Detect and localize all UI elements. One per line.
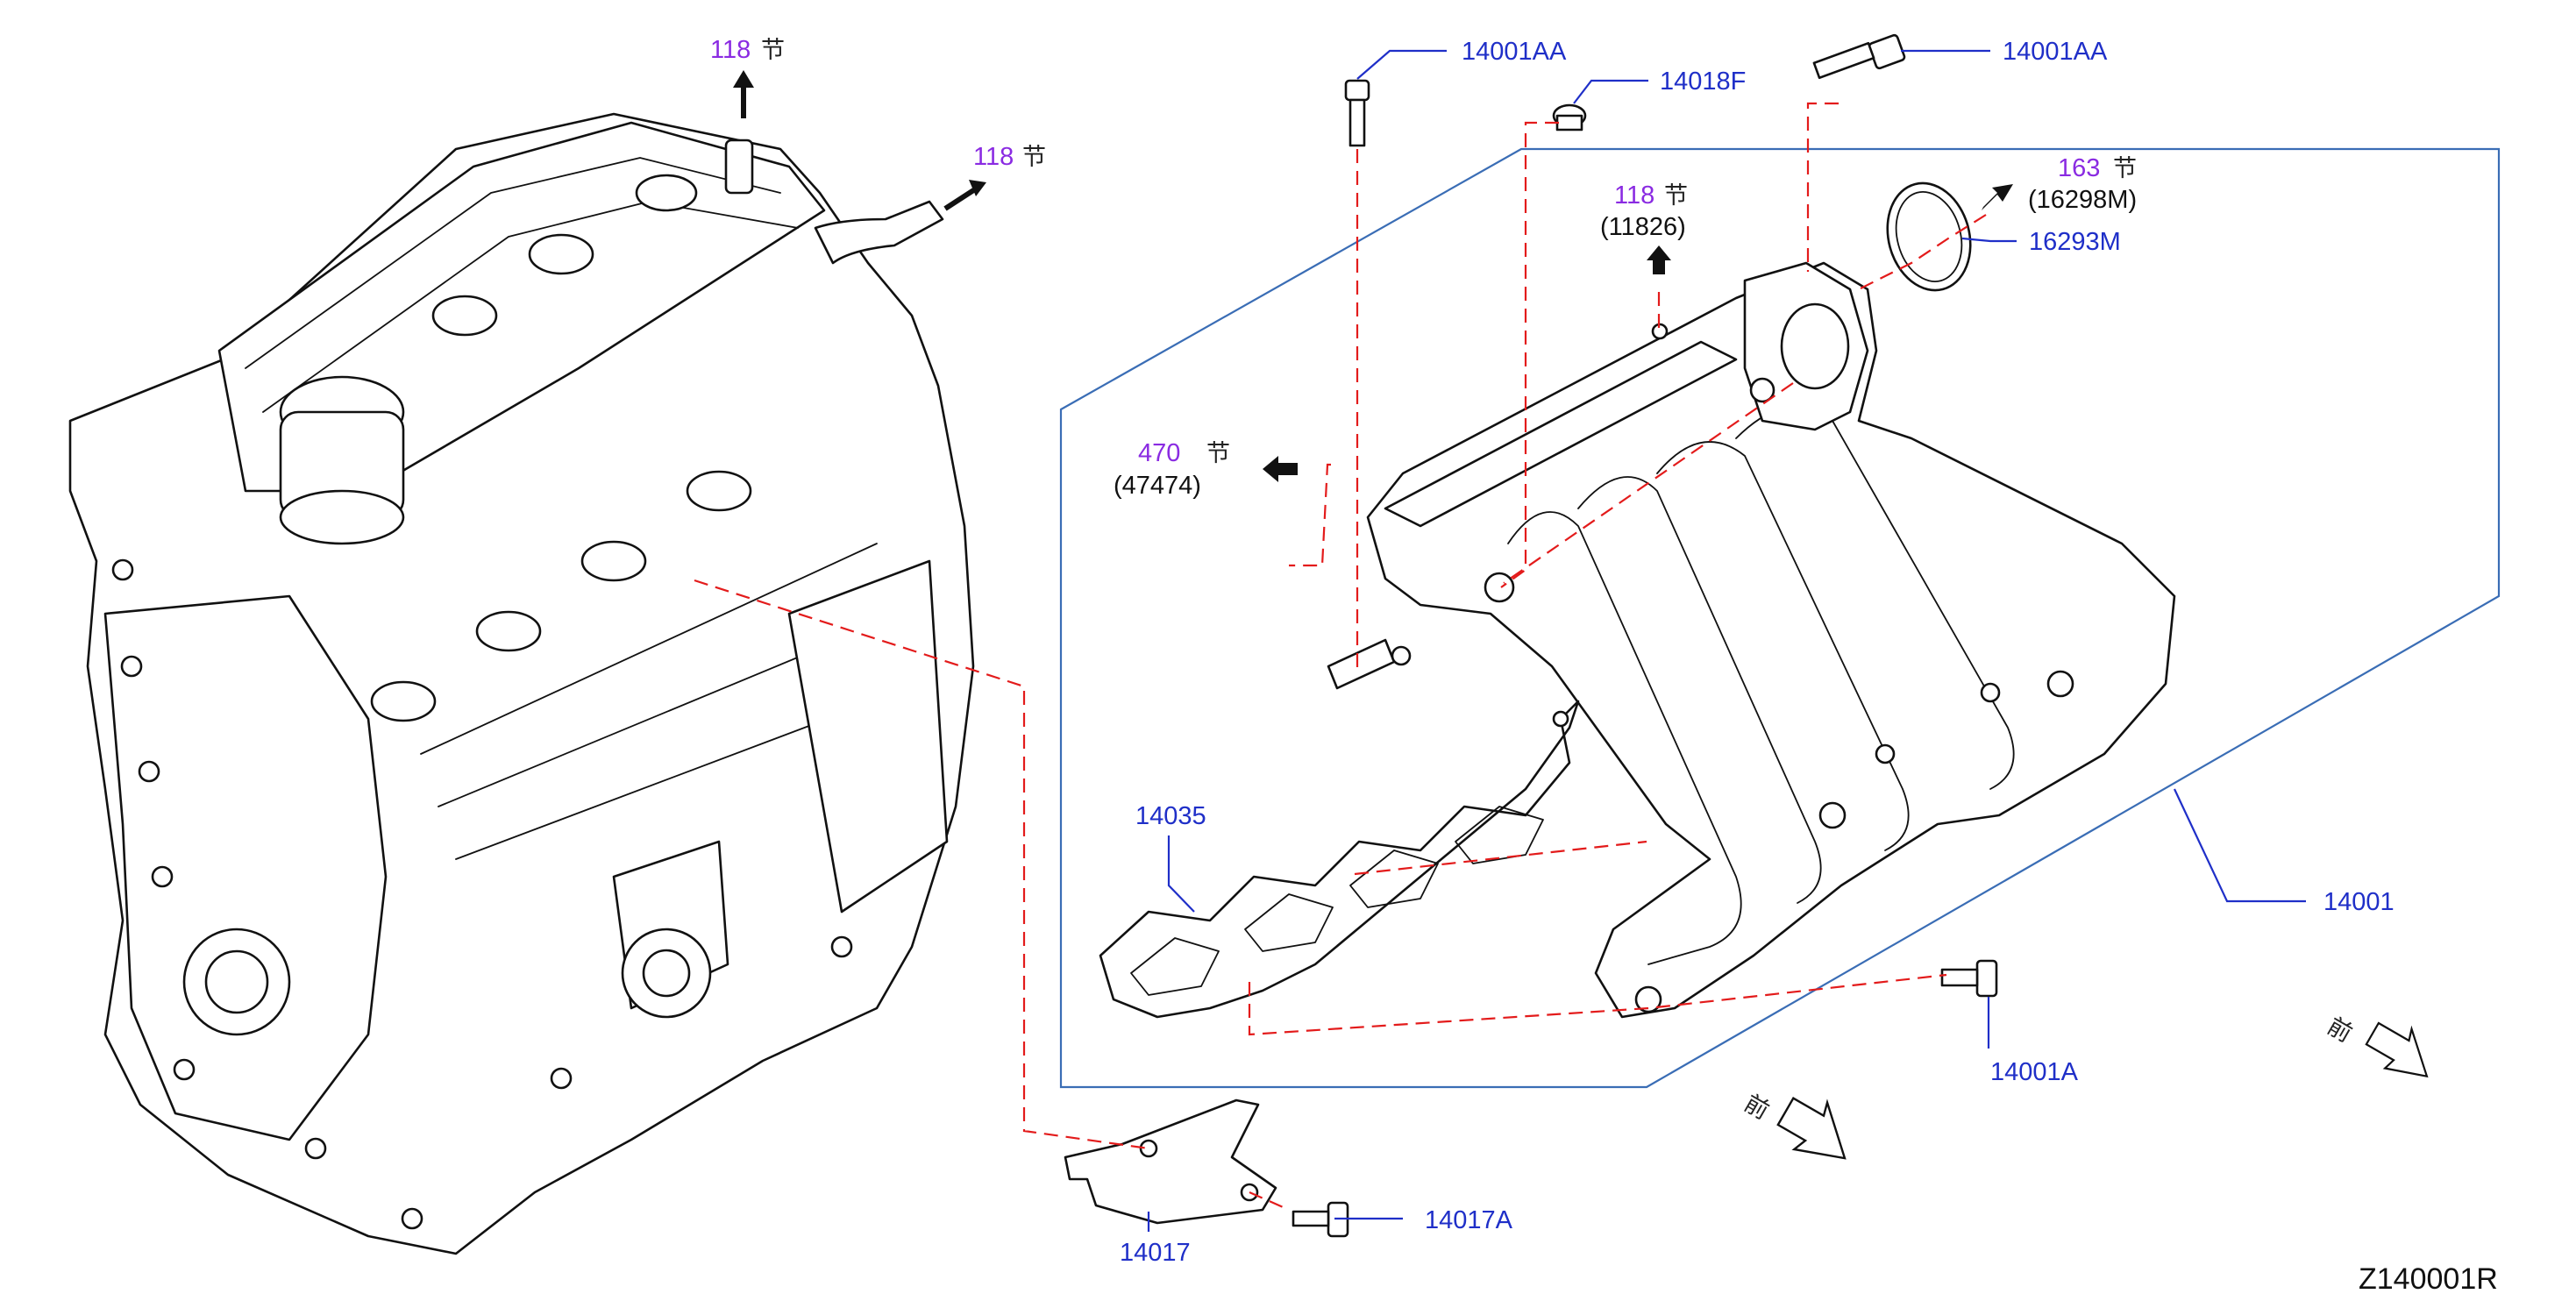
intake-manifold-drawing <box>1327 261 2176 1019</box>
part-label-14001AA-left[interactable]: 14001AA <box>1462 38 1567 66</box>
front-char: 前 <box>1740 1090 1774 1125</box>
arrow-left-icon <box>1263 456 1298 482</box>
plug-14018F <box>1552 103 1587 132</box>
label-leaders <box>1147 49 2306 1232</box>
part-label-14018F[interactable]: 14018F <box>1660 68 1746 96</box>
dashed-leaders <box>694 102 1987 1212</box>
manifold-group-frame <box>1059 147 2501 1089</box>
ref-470-sub: (47474) <box>1114 472 1201 500</box>
arrow-diag-icon <box>1982 184 2013 210</box>
ref-470[interactable]: 470 <box>1138 439 1180 467</box>
diagram-id: Z140001R <box>2359 1262 2498 1296</box>
bolt-14001AA-right <box>1812 33 1906 80</box>
bracket-hole <box>1139 1139 1158 1158</box>
manifold-gasket-drawing <box>1099 700 1580 1019</box>
o-ring-drawing <box>1886 181 1972 292</box>
arrow-diag-icon <box>943 180 986 211</box>
engine-assembly-drawing <box>68 112 975 1255</box>
part-label-14001AA-right[interactable]: 14001AA <box>2003 38 2108 66</box>
ref-118-top[interactable]: 118 <box>710 36 751 64</box>
ref-118-right[interactable]: 118 <box>973 143 1014 171</box>
part-label-14001A[interactable]: 14001A <box>1990 1058 2079 1086</box>
front-direction-arrow <box>2365 1021 2429 1078</box>
part-label-14017[interactable]: 14017 <box>1120 1239 1191 1267</box>
front-direction-arrow <box>1776 1097 1847 1160</box>
ref-118-mid[interactable]: 118 <box>1614 181 1654 210</box>
ref-118-mid-sub: (11826) <box>1600 213 1686 241</box>
section-char: 节 <box>1206 440 1230 467</box>
arrow-up-icon <box>1647 245 1671 274</box>
bolt-14001A <box>1940 959 1998 998</box>
section-char: 节 <box>761 37 785 64</box>
arrow-up-icon <box>733 70 754 118</box>
bolt-14001AA-left <box>1344 79 1370 147</box>
bracket-drawing <box>1064 1098 1277 1225</box>
ref-163[interactable]: 163 <box>2058 154 2100 182</box>
front-char: 前 <box>2323 1013 2357 1048</box>
part-label-14035[interactable]: 14035 <box>1135 802 1206 830</box>
section-char: 节 <box>1664 182 1688 210</box>
part-label-16293M[interactable]: 16293M <box>2029 228 2121 256</box>
part-label-14001[interactable]: 14001 <box>2323 888 2395 916</box>
o-ring-inner <box>1895 191 1963 282</box>
section-char: 节 <box>2113 155 2137 182</box>
section-char: 节 <box>1022 144 1046 171</box>
ref-163-sub: (16298M) <box>2028 186 2137 214</box>
part-label-14017A[interactable]: 14017A <box>1425 1206 1513 1234</box>
